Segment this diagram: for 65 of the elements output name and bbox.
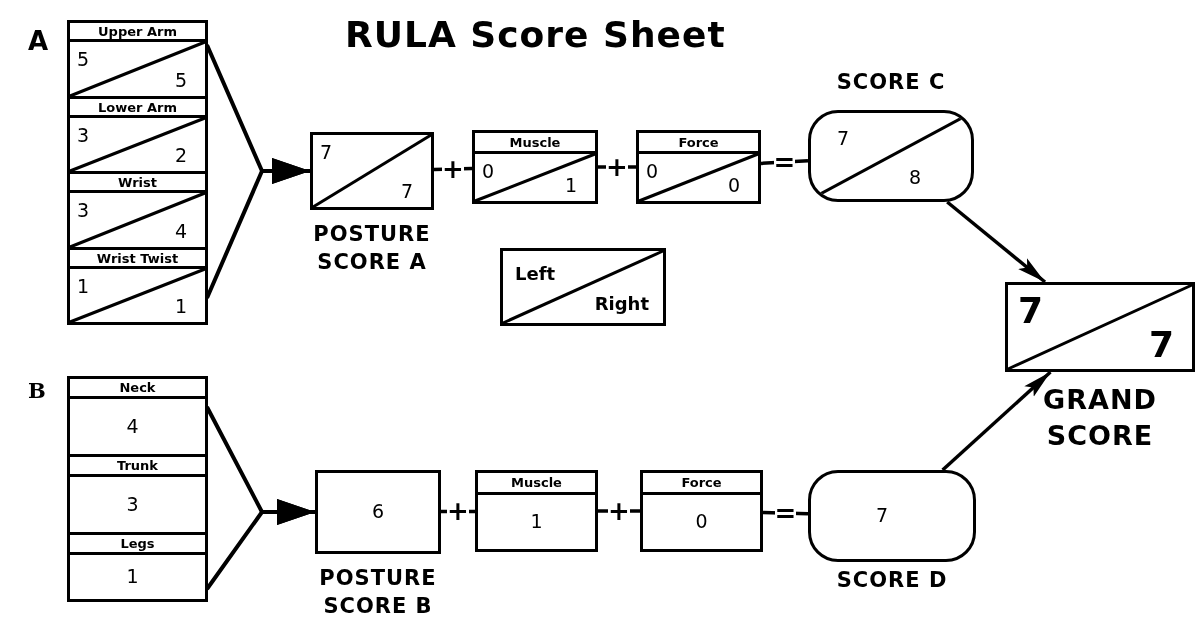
score-box — [315, 470, 441, 554]
score-value: 0 — [727, 176, 740, 195]
score-value: 6 — [370, 502, 386, 521]
score-value: 7 — [874, 506, 890, 525]
score-caption: POSTURE SCORE A — [312, 221, 432, 277]
segment-label: Muscle — [478, 473, 595, 495]
score-value: 0 — [646, 162, 659, 181]
arrow — [205, 499, 315, 591]
score-value: 4 — [174, 222, 187, 241]
score-caption: SCORE D — [835, 567, 949, 594]
score-value: 7 — [320, 143, 333, 162]
arrow — [205, 158, 310, 299]
score-value: 3 — [77, 201, 90, 220]
score-value: 7 — [400, 182, 413, 201]
score-column — [67, 20, 208, 325]
score-value: 3 — [125, 494, 140, 514]
score-value: 2 — [174, 146, 187, 165]
segment-label: Force — [639, 133, 758, 154]
score-value: 5 — [174, 71, 187, 90]
score-value: 3 — [77, 126, 90, 145]
score-box — [70, 250, 205, 322]
connector-line — [762, 510, 809, 516]
rounded-score-box — [808, 470, 976, 562]
score-value: 5 — [77, 50, 90, 69]
segment-label: Muscle — [475, 133, 595, 154]
section-letter: A — [28, 26, 49, 56]
segment-label: Legs — [70, 535, 205, 555]
score-box — [70, 174, 205, 250]
score-value: 7 — [1148, 327, 1174, 363]
segment-label: Lower Arm — [70, 99, 205, 118]
score-value: 1 — [125, 567, 140, 586]
title: RULA Score Sheet — [345, 14, 726, 55]
key-label: Left — [515, 265, 556, 283]
score-box — [70, 457, 205, 535]
score-value: 7 — [837, 129, 850, 148]
score-value: 7 — [1018, 293, 1044, 329]
operator-sign: + — [447, 500, 469, 523]
segment-label: Neck — [70, 379, 205, 399]
score-value: 1 — [77, 277, 90, 296]
score-box — [636, 130, 761, 204]
segment-label: Wrist — [70, 174, 205, 193]
score-caption: GRAND SCORE — [1042, 383, 1158, 454]
connector-line — [760, 159, 809, 166]
score-value: 1 — [529, 512, 544, 531]
score-column — [67, 376, 208, 602]
score-value: 8 — [908, 168, 921, 187]
segment-label: Force — [643, 473, 760, 495]
score-box — [70, 379, 205, 457]
score-value: 1 — [174, 297, 187, 316]
score-value: 0 — [694, 512, 709, 531]
score-value: 1 — [564, 176, 577, 195]
score-value: 0 — [482, 162, 495, 181]
arrow — [946, 200, 1047, 284]
score-caption: POSTURE SCORE B — [318, 565, 438, 621]
key-label: Right — [594, 295, 649, 313]
segment-label: Upper Arm — [70, 23, 205, 42]
score-value: 4 — [125, 416, 140, 436]
score-caption: SCORE C — [835, 69, 947, 96]
score-box — [640, 470, 763, 552]
score-box — [472, 130, 598, 204]
score-box — [475, 470, 598, 552]
arrow — [941, 370, 1052, 472]
segment-label: Wrist Twist — [70, 250, 205, 269]
section-letter: B — [28, 378, 46, 403]
segment-label: Trunk — [70, 457, 205, 477]
